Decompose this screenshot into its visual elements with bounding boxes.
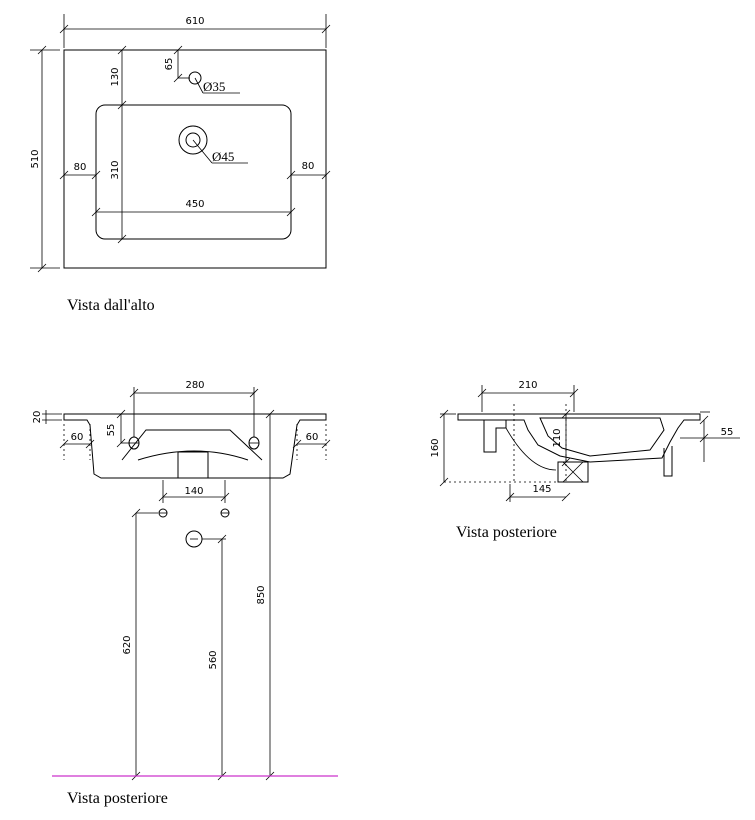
side-view-basin-outline (457, 413, 701, 463)
dim-right-rim: 80 (302, 161, 315, 172)
dim-bowl-depth: 310 (110, 160, 121, 179)
dim-fixing-height: 620 (122, 635, 133, 654)
dim-front-drop: 55 (721, 427, 734, 438)
dim-front-gap: 130 (110, 67, 121, 86)
top-view-caption: Vista dall'alto (67, 297, 155, 314)
dim-left-overhang: 60 (71, 432, 84, 443)
dim-drain-height: 560 (208, 650, 219, 669)
front-view-bowl-bottom (137, 450, 249, 461)
side-view: 210 160 110 145 55 Vista posteriore (430, 380, 740, 541)
dim-tap-hole: Ø35 (203, 79, 225, 94)
dim-tap-offset: 65 (164, 58, 175, 71)
dim-rim-thickness: 20 (32, 411, 43, 424)
drain-hole-inner-icon (185, 132, 201, 148)
dim-width: 610 (185, 16, 204, 27)
dim-bracket-span: 280 (185, 380, 204, 391)
dim-top-height: 850 (256, 585, 267, 604)
dim-left-rim: 80 (74, 162, 87, 173)
dim-drain-offset: 145 (532, 484, 551, 495)
dim-drain-depth: 110 (552, 428, 563, 447)
dim-depth-to-drain: 210 (518, 380, 537, 391)
side-view-front-leg (663, 446, 673, 477)
front-view-bowl-inner (121, 429, 263, 461)
dim-depth: 510 (30, 149, 41, 168)
dim-height: 160 (430, 438, 441, 457)
front-view-basin-outline (63, 413, 327, 479)
dim-right-overhang: 60 (306, 432, 319, 443)
top-view: 610 510 130 65 Ø35 Ø45 310 (30, 14, 331, 314)
side-view-drain (557, 461, 589, 483)
front-view: 20 280 60 60 55 140 (32, 380, 338, 807)
side-view-back-bracket (483, 420, 507, 453)
side-view-bowl-inner (539, 417, 665, 457)
dim-fixing-spacing: 140 (184, 486, 203, 497)
front-view-caption: Vista posteriore (67, 790, 168, 807)
top-view-countertop (63, 49, 327, 269)
dim-bracket-height: 55 (106, 424, 117, 437)
dim-drain-hole: Ø45 (212, 149, 234, 164)
side-view-caption: Vista posteriore (456, 524, 557, 541)
front-view-drain (177, 451, 209, 479)
top-view-bowl (95, 104, 292, 240)
dim-bowl-width: 450 (185, 199, 204, 210)
drain-hole-outer-icon (178, 125, 208, 155)
